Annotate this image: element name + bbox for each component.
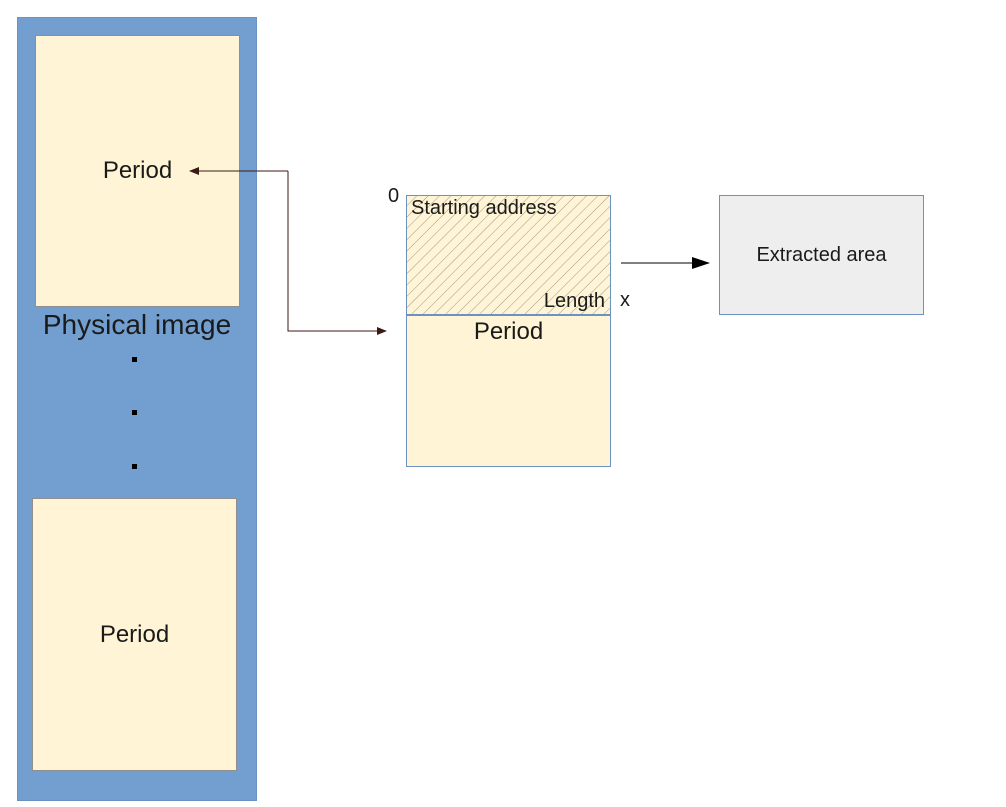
detail-period-block (406, 315, 611, 467)
starting-address-region (406, 195, 611, 315)
period-block-bottom: Period (32, 498, 237, 771)
ellipsis-dot (132, 410, 137, 415)
length-label: Length (543, 290, 605, 312)
starting-address-label: Starting address (411, 197, 557, 219)
diagonal-hatch-icon (406, 195, 611, 315)
period-top-label: Period (102, 157, 173, 184)
connector-arrow-to-detail (287, 171, 387, 335)
detail-period-label: Period (473, 318, 544, 345)
ellipsis-dot (132, 464, 137, 469)
ellipsis-dot (132, 357, 137, 362)
period-bottom-label: Period (99, 620, 170, 648)
offset-start-label: 0 (388, 185, 400, 207)
extracted-area-box: Extracted area (719, 195, 924, 315)
offset-end-label: x (620, 289, 630, 311)
physical-image-label: Physical image (42, 309, 232, 340)
shaded-region-border (406, 195, 611, 315)
extracted-area-label: Extracted area (756, 243, 887, 266)
